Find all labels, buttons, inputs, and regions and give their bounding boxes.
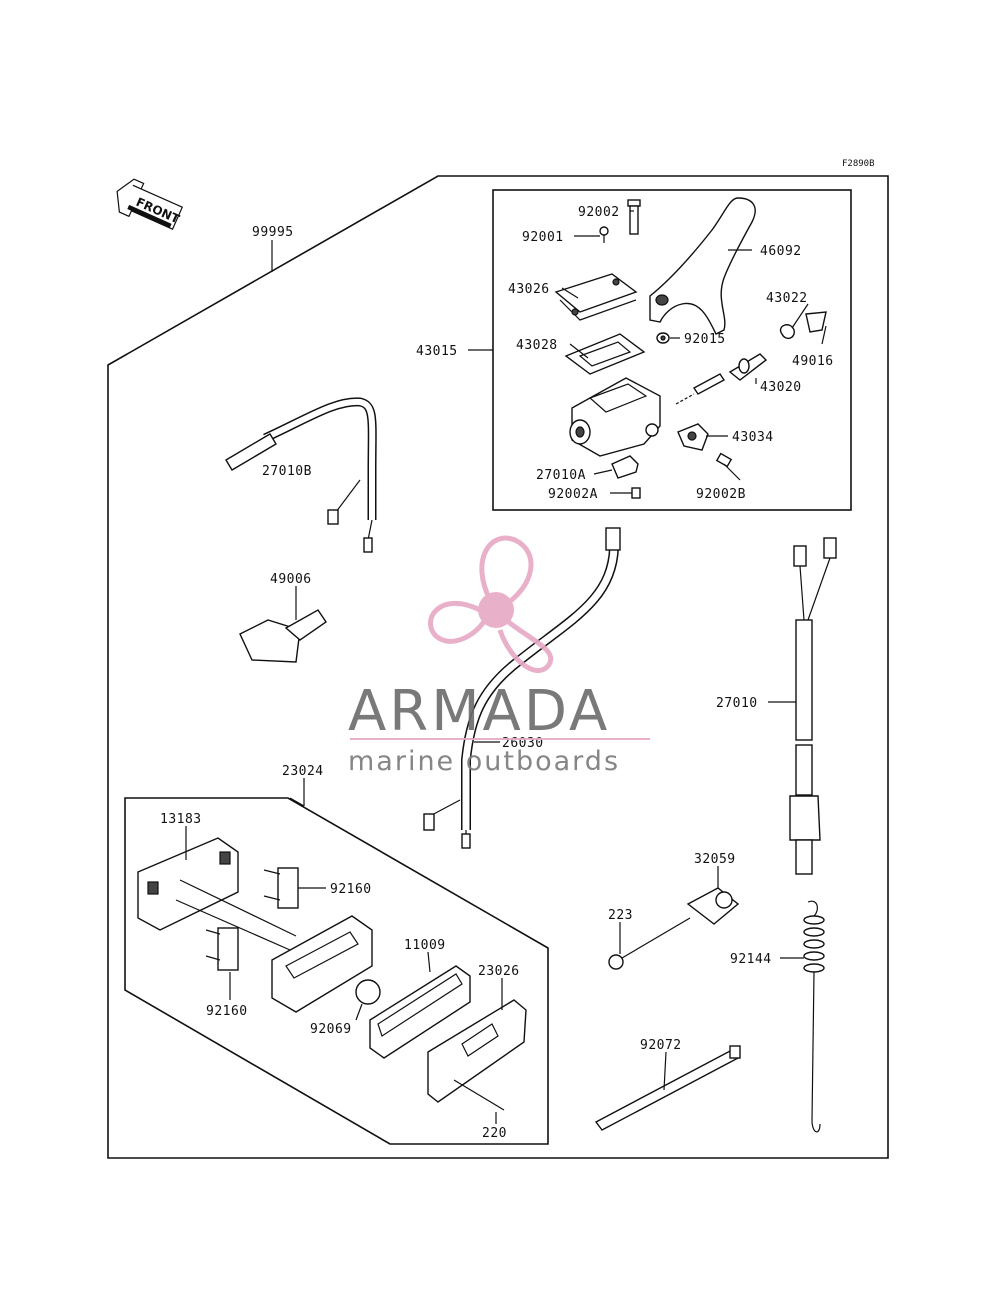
label-99995: 99995 [252, 225, 294, 240]
reservoir-cap [554, 273, 638, 321]
label-43015: 43015 [416, 344, 458, 359]
label-223: 223 [608, 908, 633, 923]
label-23026: 23026 [478, 964, 520, 979]
label-92160-lower: 92160 [206, 1004, 248, 1019]
label-43028: 43028 [516, 338, 558, 353]
label-92144: 92144 [730, 952, 772, 967]
label-43022: 43022 [766, 291, 808, 306]
bolt-92002A [631, 487, 641, 499]
taillight-housing [271, 915, 373, 1013]
cable-27010 [789, 537, 837, 875]
bolt-92002B [715, 452, 733, 468]
gasket-11009 [369, 965, 471, 1059]
label-92069: 92069 [310, 1022, 352, 1037]
circlip-43022 [779, 324, 795, 340]
watermark-tagline: marine outboards [348, 746, 620, 777]
bolt-set-92160-lower [205, 927, 239, 971]
label-23024: 23024 [282, 764, 324, 779]
label-27010A: 27010A [536, 468, 586, 483]
propeller-logo-icon [428, 535, 554, 674]
label-92002A: 92002A [548, 487, 598, 502]
spring-92144 [803, 900, 825, 1133]
bolt-set-92160-upper [263, 867, 299, 909]
taillight-bracket-13183 [137, 837, 297, 951]
switch-49006 [239, 609, 327, 663]
label-43020: 43020 [760, 380, 802, 395]
label-32059: 32059 [694, 852, 736, 867]
label-27010B: 27010B [262, 464, 312, 479]
leader-lines [185, 210, 827, 1124]
clamp-43034 [677, 423, 709, 451]
label-92015: 92015 [684, 332, 726, 347]
diaphragm [564, 333, 646, 375]
brake-lever [649, 197, 756, 335]
screw-92001 [599, 226, 609, 243]
front-arrow-icon: FRONT [116, 178, 184, 230]
label-92002: 92002 [578, 205, 620, 220]
master-cylinder-body [569, 377, 661, 457]
label-46092: 46092 [760, 244, 802, 259]
nut-92015 [656, 332, 670, 344]
label-49016: 49016 [792, 354, 834, 369]
watermark-brand: ARMADA [348, 679, 610, 744]
bracket-32059 [686, 887, 740, 925]
bolt-92002 [627, 199, 641, 235]
label-13183: 13183 [160, 812, 202, 827]
switch-27010A [611, 455, 639, 479]
label-49006: 49006 [270, 572, 312, 587]
cable-tie-92072 [594, 1045, 741, 1131]
watermark: ARMADA marine outboards [348, 535, 650, 777]
label-92002B: 92002B [696, 487, 746, 502]
cable-27010B [225, 397, 377, 553]
piston-assembly [675, 353, 768, 405]
kit-frame [107, 175, 889, 1159]
taillight-box [124, 797, 549, 1145]
bulb-92069 [355, 979, 381, 1005]
screw-220 [453, 1079, 505, 1111]
label-11009: 11009 [404, 938, 446, 953]
label-43026: 43026 [508, 282, 550, 297]
label-92072: 92072 [640, 1038, 682, 1053]
bolt-223 [608, 917, 691, 970]
label-43034: 43034 [732, 430, 774, 445]
label-92160-upper: 92160 [330, 882, 372, 897]
lens-23026 [427, 999, 527, 1103]
diagram-code: F2890B [842, 159, 875, 169]
label-27010: 27010 [716, 696, 758, 711]
label-92001: 92001 [522, 230, 564, 245]
label-220: 220 [482, 1126, 507, 1141]
boot-49016 [805, 311, 827, 333]
